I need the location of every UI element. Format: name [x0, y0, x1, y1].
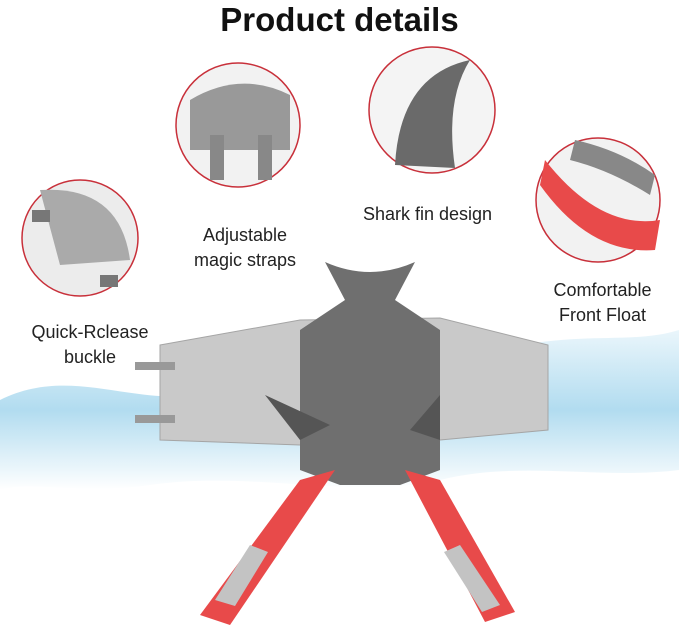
feature-line1: Shark fin design: [362, 204, 493, 224]
feature-line2: Front Float: [558, 305, 647, 325]
feature-label-fin: Shark fin design: [345, 202, 510, 227]
feature-label-front-float: Comfortable Front Float: [525, 278, 679, 328]
detail-circle-front-float: [535, 137, 661, 263]
feature-line2: buckle: [63, 347, 117, 367]
feature-label-buckle: Quick-Rclease buckle: [15, 320, 165, 370]
feature-label-straps: Adjustable magic straps: [170, 223, 320, 273]
feature-line1: Quick-Rclease: [31, 322, 149, 342]
detail-circle-straps: [175, 62, 301, 188]
vest-image: [135, 262, 549, 625]
feature-line2: magic straps: [193, 250, 297, 270]
page-title: Product details: [220, 1, 459, 38]
detail-circle-buckle: [21, 179, 139, 297]
detail-circle-fin: [368, 46, 496, 174]
feature-line1: Comfortable: [553, 280, 652, 300]
feature-line1: Adjustable: [202, 225, 288, 245]
